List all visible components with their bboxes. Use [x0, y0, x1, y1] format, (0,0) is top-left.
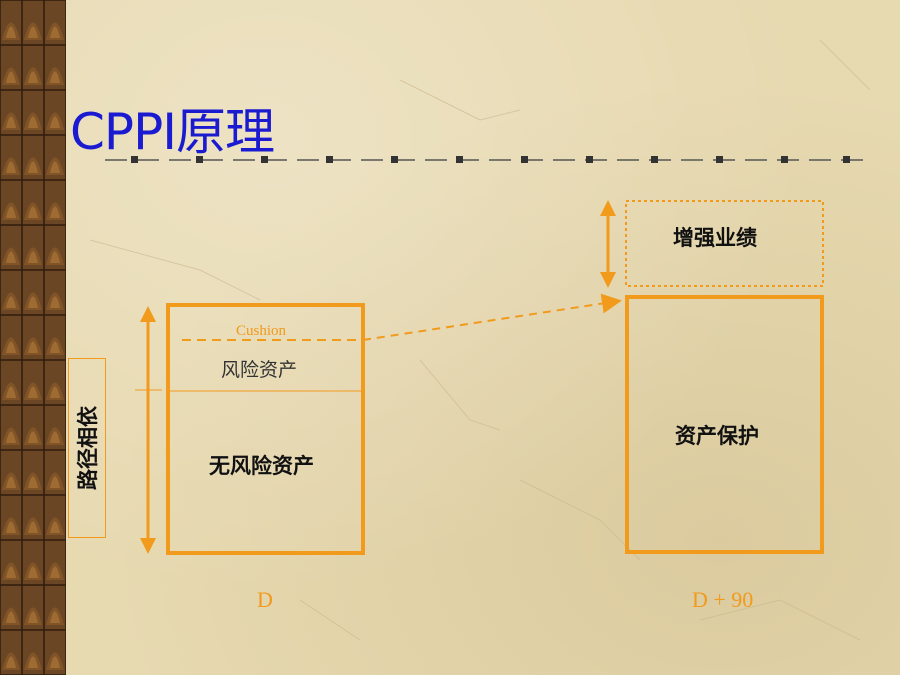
- right-double-arrow: [600, 200, 616, 288]
- risk-asset-label: 风险资产: [221, 359, 298, 381]
- growth-arrow: [362, 293, 622, 341]
- portfolio-box-d90: [625, 295, 824, 554]
- slide-title: CPPI原理: [70, 103, 275, 161]
- riskfree-asset-label: 无风险资产: [209, 454, 314, 478]
- enhance-label: 增强业绩: [673, 226, 757, 250]
- portfolio-box-d: [166, 303, 365, 555]
- enhance-box: [625, 200, 824, 287]
- decorative-sidebar: [0, 0, 66, 675]
- title-divider: [105, 156, 870, 163]
- time-label-d90: D + 90: [692, 587, 754, 612]
- time-label-d: D: [257, 587, 273, 612]
- asset-protect-label: 资产保护: [675, 424, 759, 448]
- path-dependency-box: 路径相依: [68, 358, 106, 538]
- left-double-arrow: [135, 306, 162, 554]
- path-dependency-label: 路径相依: [76, 406, 100, 490]
- cushion-label: Cushion: [236, 323, 287, 339]
